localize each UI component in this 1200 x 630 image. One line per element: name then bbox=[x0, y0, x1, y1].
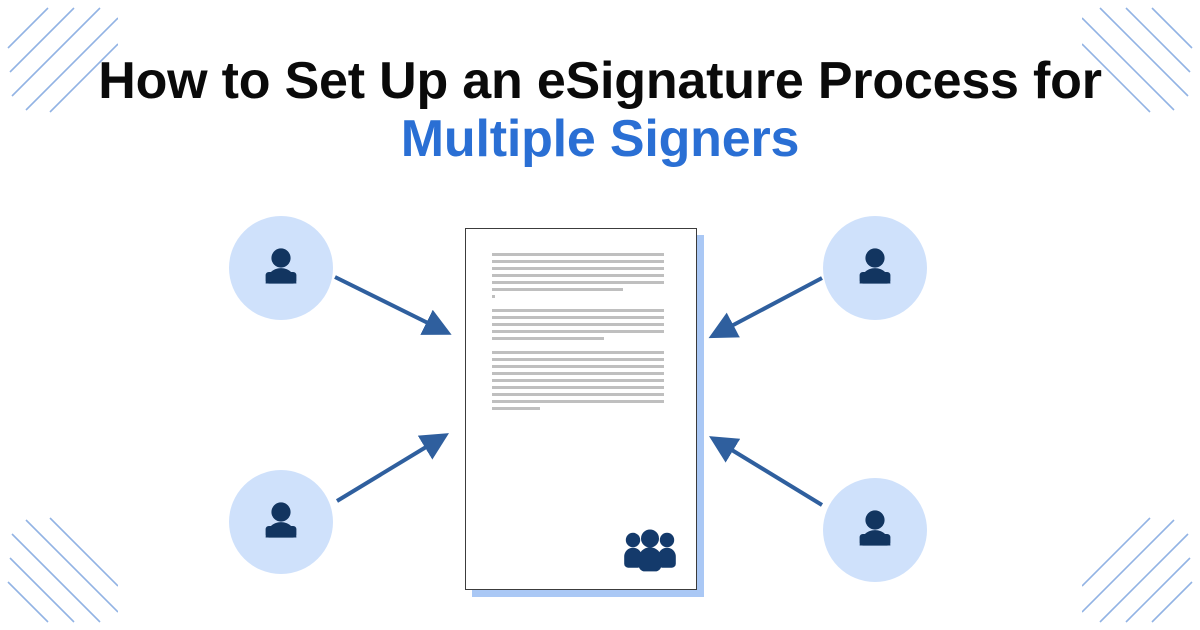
signer-avatar-top-right[interactable] bbox=[823, 216, 927, 320]
document-text-line bbox=[492, 400, 664, 403]
person-icon bbox=[265, 248, 297, 284]
document-text-line bbox=[492, 323, 664, 326]
arrow-bottom-right-to-doc bbox=[709, 436, 824, 507]
document-text-line bbox=[492, 358, 664, 361]
document-text-line bbox=[492, 330, 664, 333]
document-text-line bbox=[492, 379, 664, 382]
signer-avatar-top-left[interactable] bbox=[229, 216, 333, 320]
document-paragraph bbox=[492, 351, 664, 410]
document-text-line bbox=[492, 316, 664, 319]
document-text-line bbox=[492, 295, 496, 298]
document-text-line bbox=[492, 337, 604, 340]
document-text-line bbox=[492, 288, 623, 291]
document-text-line bbox=[492, 351, 664, 354]
document-text-line bbox=[492, 393, 664, 396]
document-text-line bbox=[492, 253, 664, 256]
document-text-line bbox=[492, 309, 664, 312]
document-text-body bbox=[492, 253, 664, 421]
signer-avatar-bottom-left[interactable] bbox=[229, 470, 333, 574]
arrow-top-left-to-doc bbox=[334, 275, 452, 335]
group-of-people-icon bbox=[622, 529, 678, 573]
document-text-line bbox=[492, 260, 664, 263]
document-text-line bbox=[492, 365, 664, 368]
arrow-bottom-left-to-doc bbox=[335, 433, 449, 503]
person-icon bbox=[265, 502, 297, 538]
page-title-line-2: Multiple Signers bbox=[400, 110, 800, 168]
page-title: How to Set Up an eSignature Process for … bbox=[0, 52, 1200, 168]
person-icon bbox=[859, 248, 891, 284]
document-text-line bbox=[492, 274, 664, 277]
signer-avatar-bottom-right[interactable] bbox=[823, 478, 927, 582]
page-title-line-1: How to Set Up an eSignature Process for bbox=[98, 52, 1102, 110]
document-text-line bbox=[492, 281, 664, 284]
arrow-top-right-to-doc bbox=[708, 276, 823, 339]
document-text-line bbox=[492, 267, 664, 270]
document-text-line bbox=[492, 372, 664, 375]
document-paragraph bbox=[492, 309, 664, 340]
document-text-line bbox=[492, 407, 541, 410]
document-text-line bbox=[492, 386, 664, 389]
person-icon bbox=[859, 510, 891, 546]
contract-document[interactable] bbox=[465, 228, 697, 590]
document-paragraph bbox=[492, 253, 664, 298]
